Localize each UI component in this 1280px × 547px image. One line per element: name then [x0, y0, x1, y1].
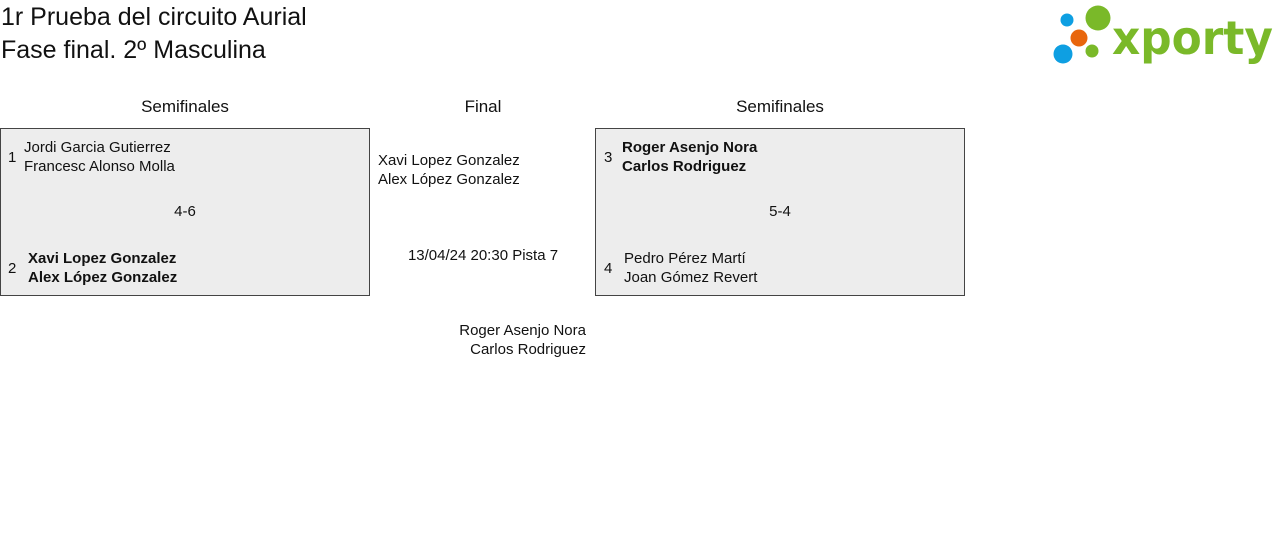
final-schedule: 13/04/24 20:30 Pista 7	[407, 247, 559, 264]
team-pair-top-winner: Roger Asenjo Nora Carlos Rodriguez	[622, 138, 757, 176]
logo-dot-green-small	[1085, 44, 1099, 58]
logo-dot-blue-large	[1053, 44, 1073, 64]
seed-number: 1	[8, 149, 17, 166]
team-pair-bottom-winner: Xavi Lopez Gonzalez Alex López Gonzalez	[28, 249, 177, 287]
match-score: 4-6	[174, 203, 196, 220]
page-title: 1r Prueba del circuito Aurial	[1, 3, 307, 31]
final-team-top: Xavi Lopez Gonzalez Alex López Gonzalez	[378, 151, 520, 189]
semifinal-match-left: 1 Jordi Garcia Gutierrez Francesc Alonso…	[0, 128, 370, 296]
player-name: Joan Gómez Revert	[624, 269, 758, 286]
player-name: Jordi Garcia Gutierrez	[24, 139, 171, 156]
logo-wordmark: xporty	[1112, 11, 1273, 65]
team-pair-top: Jordi Garcia Gutierrez Francesc Alonso M…	[24, 138, 175, 176]
logo-dot-blue-small	[1060, 13, 1074, 27]
semifinal-match-right: 3 Roger Asenjo Nora Carlos Rodriguez 5-4…	[595, 128, 965, 296]
column-header-final: Final	[464, 97, 502, 116]
column-header-semifinals-right: Semifinales	[736, 97, 824, 116]
player-name: Xavi Lopez Gonzalez	[378, 152, 520, 169]
player-name: Roger Asenjo Nora	[459, 322, 586, 339]
xporty-logo: xporty	[1050, 4, 1276, 68]
logo-dot-orange	[1070, 29, 1088, 47]
player-name: Alex López Gonzalez	[378, 171, 520, 188]
player-name: Alex López Gonzalez	[28, 269, 178, 286]
team-pair-bottom: Pedro Pérez Martí Joan Gómez Revert	[624, 249, 757, 287]
seed-number: 4	[604, 260, 613, 277]
page-subtitle: Fase final. 2º Masculina	[1, 36, 266, 64]
seed-number: 3	[604, 149, 613, 166]
player-name: Carlos Rodriguez	[470, 341, 586, 358]
logo-dot-green-large	[1085, 5, 1111, 31]
column-header-semifinals-left: Semifinales	[141, 97, 229, 116]
player-name: Carlos Rodriguez	[622, 158, 747, 175]
seed-number: 2	[8, 260, 17, 277]
player-name: Xavi Lopez Gonzalez	[28, 250, 177, 267]
final-team-bottom: Roger Asenjo Nora Carlos Rodriguez	[380, 321, 586, 359]
player-name: Pedro Pérez Martí	[624, 250, 746, 267]
player-name: Roger Asenjo Nora	[622, 139, 758, 156]
match-score: 5-4	[769, 203, 791, 220]
player-name: Francesc Alonso Molla	[24, 158, 175, 175]
